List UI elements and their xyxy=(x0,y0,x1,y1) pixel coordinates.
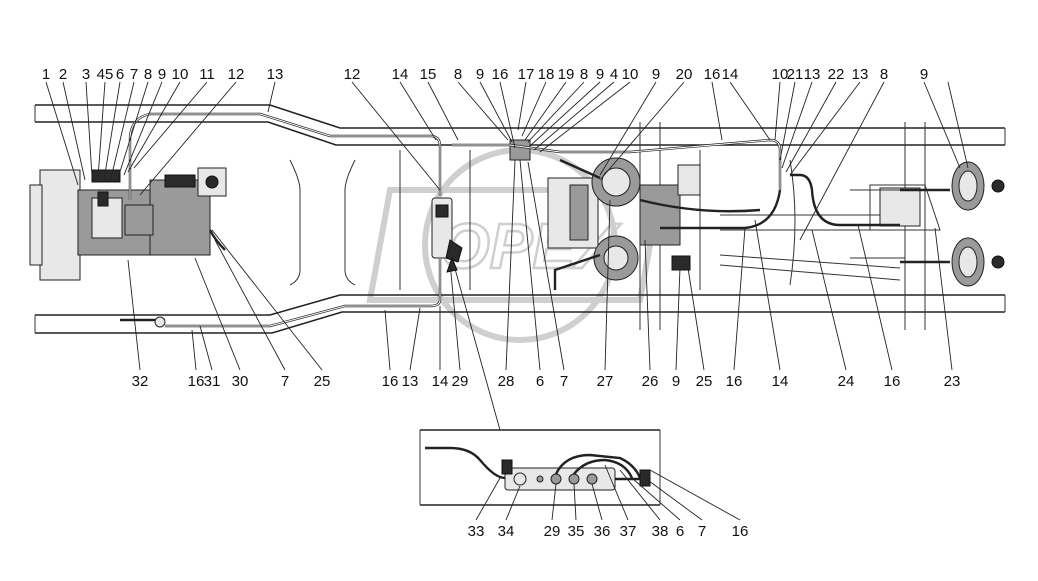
callout-label: 9 xyxy=(672,373,680,390)
callout-label: 8 xyxy=(144,66,152,83)
callout-label: 31 xyxy=(204,373,221,390)
callout-label: 36 xyxy=(594,523,611,540)
callout-label: 8 xyxy=(880,66,888,83)
callout-label: 24 xyxy=(838,373,855,390)
callout-label: 29 xyxy=(544,523,561,540)
callout-label: 15 xyxy=(420,66,437,83)
callout-label: 17 xyxy=(518,66,535,83)
callout-label: 25 xyxy=(314,373,331,390)
callout-label: 16 xyxy=(704,66,721,83)
callout-label: 14 xyxy=(772,373,789,390)
compressor-group xyxy=(29,167,227,281)
callout-label: 13 xyxy=(852,66,869,83)
inset-callout-leaders xyxy=(475,464,741,521)
callout-label: 3 xyxy=(82,66,90,83)
callout-label: 23 xyxy=(944,373,961,390)
callout-label: 25 xyxy=(696,373,713,390)
callout-label: 12 xyxy=(228,66,245,83)
callout-label: 27 xyxy=(597,373,614,390)
callout-label: 7 xyxy=(130,66,138,83)
callout-label: 28 xyxy=(498,373,515,390)
callout-label: 14 xyxy=(432,373,449,390)
callout-label: 6 xyxy=(116,66,124,83)
callout-label: 12 xyxy=(344,66,361,83)
callout-label: 9 xyxy=(920,66,928,83)
callout-label: 16 xyxy=(732,523,749,540)
callout-label: 7 xyxy=(281,373,289,390)
callout-label: 13 xyxy=(267,66,284,83)
callout-label: 9 xyxy=(596,66,604,83)
callout-label: 21 xyxy=(787,66,804,83)
callout-label: 13 xyxy=(804,66,821,83)
callout-label: 6 xyxy=(676,523,684,540)
callout-label: 20 xyxy=(676,66,693,83)
bottom-callout-leaders xyxy=(127,159,953,371)
callout-label: 9 xyxy=(476,66,484,83)
inset-leader xyxy=(451,257,501,431)
callout-label: 2 xyxy=(59,66,67,83)
callout-label: 8 xyxy=(580,66,588,83)
callout-label: 7 xyxy=(698,523,706,540)
callout-label: 8 xyxy=(454,66,462,83)
rear-axle-group xyxy=(850,161,1005,287)
callout-label: 10 xyxy=(772,66,789,83)
callout-label: 22 xyxy=(828,66,845,83)
callout-label: 10 xyxy=(172,66,189,83)
callout-label: 10 xyxy=(622,66,639,83)
callout-label: 16 xyxy=(188,373,205,390)
callout-label: 45 xyxy=(97,66,114,83)
callout-label: 7 xyxy=(560,373,568,390)
callout-label: 37 xyxy=(620,523,637,540)
callout-label: 33 xyxy=(468,523,485,540)
callout-label: 9 xyxy=(158,66,166,83)
callout-label: 16 xyxy=(726,373,743,390)
callout-label: 38 xyxy=(652,523,669,540)
callout-label: 14 xyxy=(722,66,739,83)
callout-label: 13 xyxy=(402,373,419,390)
callout-label: 11 xyxy=(199,66,215,83)
callout-label: 1 xyxy=(42,66,50,83)
inset-detail xyxy=(419,429,661,506)
callout-label: 26 xyxy=(642,373,659,390)
top-callout-leaders xyxy=(45,81,969,241)
callout-label: 34 xyxy=(498,523,515,540)
callout-label: 18 xyxy=(538,66,555,83)
center-valve-group xyxy=(431,139,531,263)
callout-label: 14 xyxy=(392,66,409,83)
air-lines xyxy=(120,112,950,328)
callout-label: 16 xyxy=(382,373,399,390)
callout-label: 35 xyxy=(568,523,585,540)
callout-label: 16 xyxy=(884,373,901,390)
callout-label: 4 xyxy=(610,66,618,83)
callout-label: 30 xyxy=(232,373,249,390)
right-chamber-group xyxy=(547,157,701,281)
callout-label: 19 xyxy=(558,66,575,83)
inset-arrow xyxy=(446,256,458,273)
callout-label: 9 xyxy=(652,66,660,83)
callout-label: 6 xyxy=(536,373,544,390)
callout-label: 16 xyxy=(492,66,509,83)
callout-label: 32 xyxy=(132,373,149,390)
callout-label: 29 xyxy=(452,373,469,390)
